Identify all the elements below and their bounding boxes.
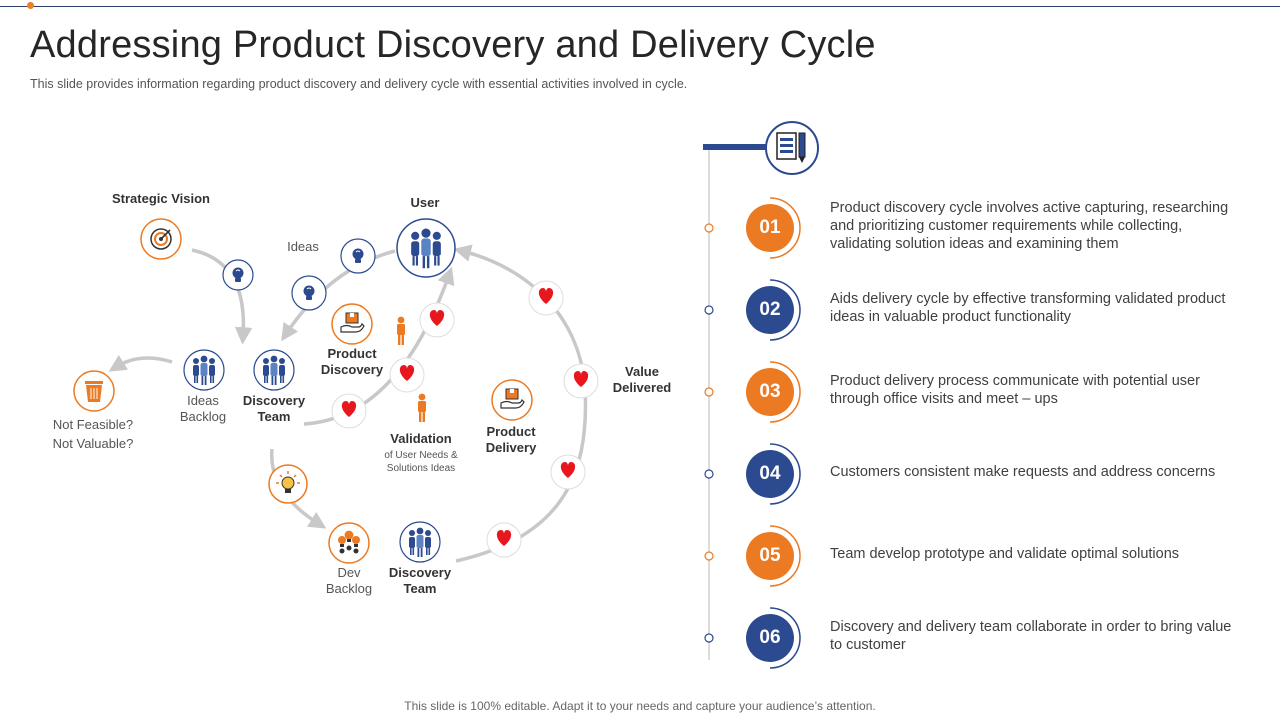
timeline-dot bbox=[704, 633, 714, 643]
step-description: Product delivery process communicate wit… bbox=[830, 373, 1200, 407]
badge-ring bbox=[769, 525, 801, 587]
heart-icon bbox=[419, 302, 455, 338]
timeline-dot bbox=[704, 305, 714, 315]
step-badge: 04 bbox=[746, 450, 794, 498]
product-box-icon bbox=[331, 303, 373, 345]
person-icon bbox=[418, 393, 426, 422]
heart-icon bbox=[528, 280, 564, 316]
lightbulb-icon bbox=[340, 238, 376, 274]
arrow-user-to-discovery bbox=[281, 249, 396, 342]
ideas-label: Ideas bbox=[287, 239, 319, 254]
not-feasible-label: Not Feasible?Not Valuable? bbox=[52, 417, 134, 451]
arrow-backlog-to-notfeasible bbox=[108, 354, 173, 372]
step-description: Product discovery cycle involves active … bbox=[830, 200, 1229, 252]
timeline-dot bbox=[704, 469, 714, 479]
idea-bulb-icon bbox=[268, 464, 308, 504]
team-icon bbox=[253, 349, 295, 391]
strategic-vision-label: Strategic Vision bbox=[111, 191, 210, 206]
heart-icon bbox=[389, 357, 425, 393]
users-icon bbox=[396, 218, 456, 278]
timeline-header-bar bbox=[703, 144, 767, 150]
lightbulb-icon bbox=[291, 275, 327, 311]
step-description: Customers consistent make requests and a… bbox=[830, 464, 1216, 480]
lightbulb-icon bbox=[222, 259, 254, 291]
team-icon bbox=[183, 349, 225, 391]
target-icon bbox=[140, 218, 182, 260]
footer-note: This slide is 100% editable. Adapt it to… bbox=[404, 699, 876, 713]
heart-icon bbox=[563, 363, 599, 399]
team-icon bbox=[399, 521, 441, 563]
page-title: Addressing Product Discovery and Deliver… bbox=[30, 24, 876, 66]
dev-team-icon bbox=[328, 522, 370, 564]
timeline-dots bbox=[704, 197, 801, 669]
user-label: User bbox=[410, 195, 440, 210]
page-subtitle: This slide provides information regardin… bbox=[30, 77, 688, 91]
step-badge: 03 bbox=[746, 368, 794, 416]
step-description: Aids delivery cycle by effective transfo… bbox=[830, 291, 1226, 325]
trash-icon bbox=[73, 370, 115, 412]
top-rule bbox=[0, 6, 1280, 7]
heart-icon bbox=[486, 522, 522, 558]
heart-icon bbox=[331, 393, 367, 429]
step-badge: 01 bbox=[746, 204, 794, 252]
heart-icon bbox=[550, 454, 586, 490]
timeline-dot bbox=[704, 223, 714, 233]
step-badge: 06 bbox=[746, 614, 794, 662]
badge-ring bbox=[769, 197, 801, 259]
document-pencil-icon bbox=[765, 121, 819, 175]
step-description: Team develop prototype and validate opti… bbox=[830, 546, 1180, 562]
badge-ring bbox=[769, 607, 801, 669]
step-description: Discovery and delivery team collaborate … bbox=[830, 619, 1232, 653]
product-box-icon bbox=[491, 379, 533, 421]
badge-ring bbox=[769, 443, 801, 505]
timeline-dot bbox=[704, 387, 714, 397]
top-rule-dot bbox=[27, 2, 34, 9]
badge-ring bbox=[769, 279, 801, 341]
validation-label: Validation bbox=[390, 431, 452, 446]
timeline-dot bbox=[704, 551, 714, 561]
validation-sublabel: of User Needs &Solutions Ideas bbox=[384, 450, 458, 474]
person-icon bbox=[397, 316, 405, 345]
step-badge: 02 bbox=[746, 286, 794, 334]
badge-ring bbox=[769, 361, 801, 423]
step-badge: 05 bbox=[746, 532, 794, 580]
